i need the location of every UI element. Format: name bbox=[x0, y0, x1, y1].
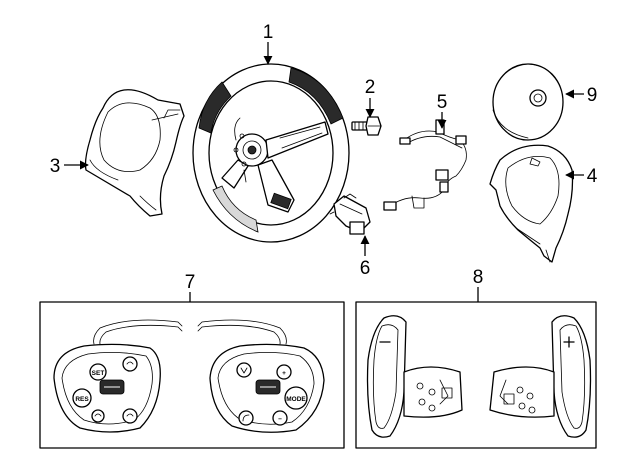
callout-5: 5 bbox=[437, 92, 448, 113]
button-volume-up[interactable]: + bbox=[276, 364, 292, 380]
wire-harness[interactable] bbox=[383, 119, 467, 211]
airbag-module[interactable] bbox=[492, 63, 564, 141]
button-set[interactable]: SET bbox=[89, 363, 107, 381]
steering-wheel[interactable] bbox=[192, 63, 350, 243]
button-res[interactable]: RES bbox=[72, 388, 92, 408]
callout-9: 9 bbox=[587, 85, 598, 106]
paddle-shifter-box bbox=[355, 301, 597, 449]
callout-7: 7 bbox=[185, 272, 196, 293]
button-return[interactable] bbox=[91, 409, 105, 423]
switch-panel-box bbox=[39, 301, 345, 449]
paddle-shifter-left[interactable] bbox=[366, 315, 463, 438]
callout-leaders bbox=[64, 42, 584, 302]
connector-sensor[interactable] bbox=[329, 193, 371, 235]
button-cruise-distance-1[interactable] bbox=[122, 356, 138, 372]
lower-cover-right[interactable] bbox=[489, 144, 574, 263]
switch-assembly-left[interactable]: SET RES bbox=[53, 319, 183, 433]
button-plus-label: + bbox=[282, 370, 286, 377]
button-res-label: RES bbox=[75, 396, 89, 403]
button-set-label: SET bbox=[92, 370, 105, 377]
button-cruise-distance-2[interactable] bbox=[122, 408, 138, 424]
callout-8: 8 bbox=[473, 267, 484, 288]
callout-2: 2 bbox=[365, 77, 376, 98]
callout-3: 3 bbox=[50, 156, 61, 177]
callout-6: 6 bbox=[360, 258, 371, 279]
lower-cover-left[interactable] bbox=[84, 89, 185, 217]
bolt[interactable] bbox=[351, 116, 382, 136]
button-mode[interactable]: MODE bbox=[284, 386, 308, 410]
callout-1: 1 bbox=[263, 22, 274, 43]
callout-4: 4 bbox=[587, 166, 598, 187]
button-mode-label: MODE bbox=[286, 396, 306, 403]
switch-assembly-right[interactable]: + MODE − bbox=[197, 319, 325, 433]
button-phone[interactable] bbox=[238, 410, 254, 426]
paddle-shifter-right[interactable] bbox=[489, 315, 592, 438]
button-volume-down[interactable]: − bbox=[272, 410, 288, 426]
button-voice[interactable] bbox=[236, 362, 252, 378]
button-minus-label: − bbox=[278, 416, 282, 423]
